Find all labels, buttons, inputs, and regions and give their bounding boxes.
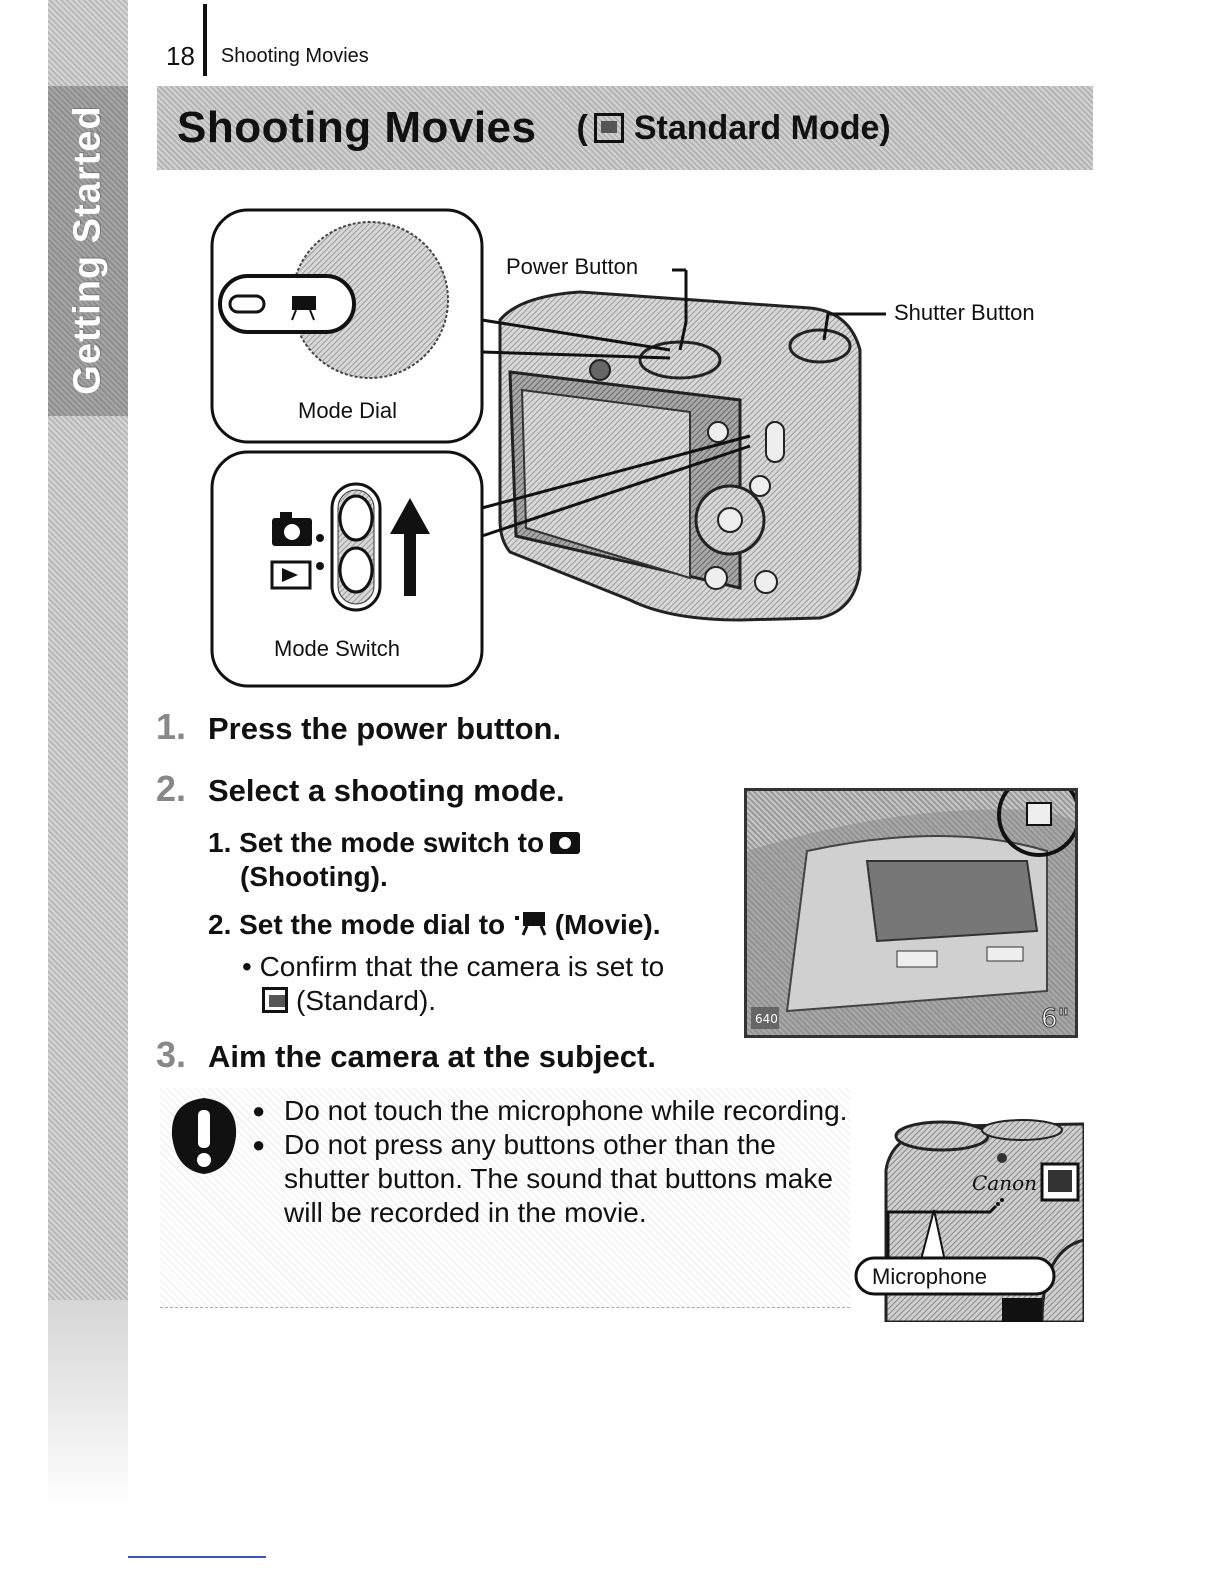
- power-button-label: Power Button: [506, 254, 639, 279]
- caution-item: Do not touch the microphone while record…: [252, 1094, 850, 1128]
- shutter-button-label: Shutter Button: [894, 300, 1035, 325]
- movie-icon: [514, 912, 547, 936]
- substep-1-line-1: 1. Set the mode switch to: [208, 826, 581, 860]
- camera-diagram: Power Button Shutter Button Mode Dial Mo…: [200, 200, 1100, 700]
- camera-illustration: [210, 208, 886, 688]
- resolution-badge: 640: [755, 1012, 778, 1026]
- substep-text: 2. Set the mode dial to: [208, 909, 506, 940]
- microphone-photo: Canon Microphone: [852, 1090, 1086, 1324]
- standard-movie-icon: [593, 113, 624, 143]
- microphone-label: Microphone: [872, 1264, 987, 1289]
- side-tab-label: Getting Started: [66, 105, 109, 395]
- bullet-line-2: (Standard).: [262, 984, 436, 1018]
- substep-text-end: (Movie).: [554, 909, 661, 940]
- step-text: Press the power button.: [208, 711, 562, 746]
- caution-icon: [171, 1098, 237, 1174]
- bullet-text: (Standard).: [296, 985, 437, 1016]
- train-scene: 640 6": [747, 791, 1075, 1035]
- brand-logo: Canon: [972, 1171, 1037, 1195]
- mode-dial-label: Mode Dial: [298, 398, 398, 423]
- bullet-line-1: • Confirm that the camera is set to: [242, 951, 665, 982]
- mode-switch-label: Mode Switch: [274, 636, 400, 661]
- standard-movie-icon: [262, 987, 288, 1013]
- mode-dial-callout: [210, 208, 484, 444]
- subtitle-open-paren: (: [576, 108, 588, 147]
- side-tab-highlight: [48, 86, 128, 416]
- substep-1-line-2: (Shooting).: [240, 861, 388, 892]
- page-header: 18 Shooting Movies: [166, 4, 369, 76]
- mode-switch-callout: [210, 450, 484, 688]
- caution-item: Do not press any buttons other than the …: [252, 1128, 850, 1230]
- callout-lines: [481, 268, 886, 538]
- remaining-time: 6": [1041, 1004, 1070, 1034]
- section-subtitle: ( Standard Mode): [577, 109, 891, 148]
- step-1: 1. Press the power button.: [156, 706, 561, 748]
- section-title: Shooting Movies: [177, 103, 537, 152]
- page-number: 18: [166, 40, 195, 71]
- caution-box: Do not touch the microphone while record…: [160, 1088, 850, 1308]
- footer-link-underline: [128, 1556, 266, 1558]
- camera-icon: [550, 832, 581, 854]
- step-text: Aim the camera at the subject.: [208, 1039, 656, 1074]
- step-2: 2. Select a shooting mode.: [156, 768, 565, 810]
- running-head: Shooting Movies: [220, 44, 369, 67]
- camera-front-illustration: Canon Microphone: [854, 1119, 1086, 1324]
- lcd-screen-image: 640 6": [744, 788, 1078, 1038]
- step-number: 2.: [156, 768, 187, 809]
- caution-list: Do not touch the microphone while record…: [252, 1094, 850, 1230]
- substep-2: 2. Set the mode dial to (Movie).: [208, 908, 661, 942]
- step-number: 3.: [156, 1034, 187, 1075]
- substep-text: 1. Set the mode switch to: [208, 827, 545, 858]
- step-text: Select a shooting mode.: [208, 773, 565, 808]
- step-3: 3. Aim the camera at the subject.: [156, 1034, 656, 1076]
- step-number: 1.: [156, 706, 187, 747]
- section-title-bar: Shooting Movies ( Standard Mode): [157, 86, 1093, 170]
- side-tab-fade: [48, 1300, 128, 1510]
- header-rule: [202, 4, 207, 76]
- subtitle-text: Standard Mode): [633, 108, 891, 147]
